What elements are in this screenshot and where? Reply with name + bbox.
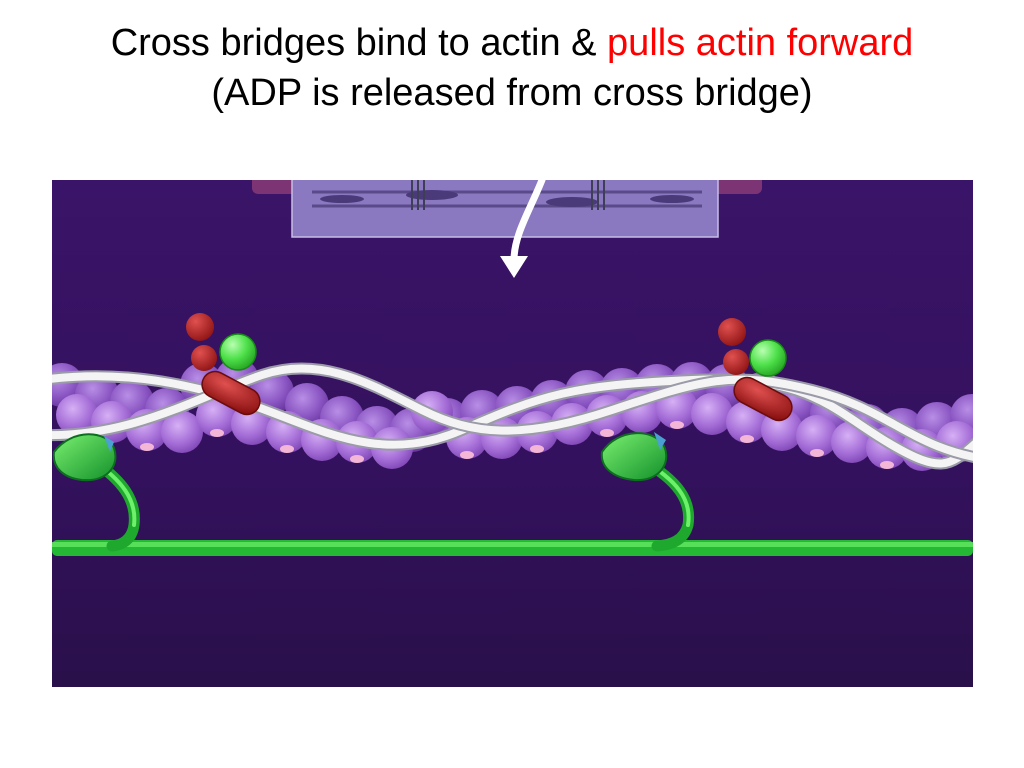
- title-line-2: (ADP is released from cross bridge): [211, 72, 813, 114]
- title-prefix: Cross bridges bind to actin &: [110, 22, 608, 64]
- adp-molecule-icon: [186, 313, 261, 416]
- myosin-cross-bridge-middle: [600, 432, 695, 552]
- sarcomere-inset: [252, 180, 762, 238]
- slide-title: Cross bridges bind to actin & pulls acti…: [0, 18, 1024, 118]
- phosphate-icon: [749, 339, 787, 377]
- muscle-contraction-illustration: [52, 180, 973, 687]
- curved-arrow-icon: [500, 180, 546, 278]
- myosin-cross-bridge-left: [52, 433, 140, 552]
- adp-molecule-icon: [718, 318, 793, 422]
- title-line-1: Cross bridges bind to actin & pulls acti…: [0, 18, 1024, 68]
- phosphate-icon: [219, 333, 257, 371]
- myosin-thick-filament: [52, 540, 973, 556]
- title-highlight: pulls actin forward: [607, 22, 914, 64]
- illustration-svg: [52, 180, 973, 687]
